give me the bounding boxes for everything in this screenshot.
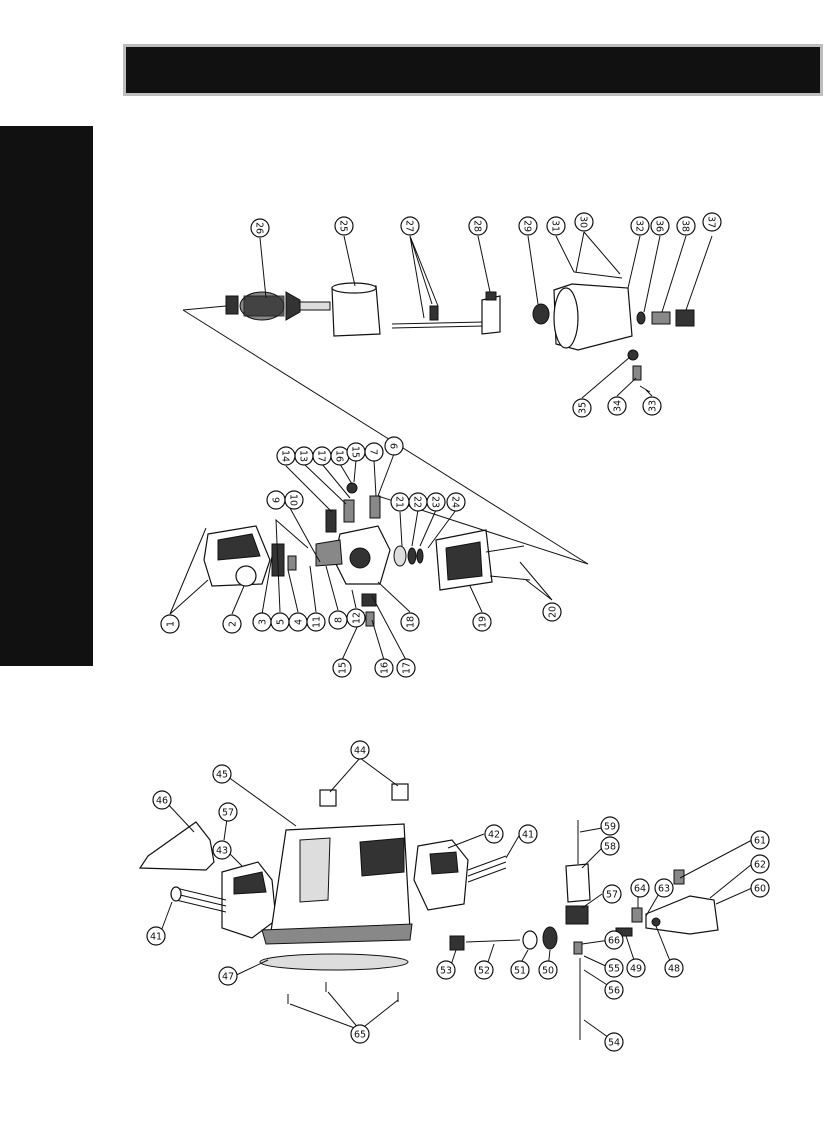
callout-label: 19 <box>478 616 489 628</box>
callout-label: 13 <box>298 450 309 462</box>
rings-parts <box>394 546 423 566</box>
callout-label: 60 <box>754 884 766 895</box>
callout-label: 41 <box>522 830 534 841</box>
callout-label: 30 <box>578 216 589 228</box>
callout-label: 47 <box>222 972 234 983</box>
callout-label: 24 <box>450 496 461 508</box>
callout-label: 3 <box>258 619 269 625</box>
callout-label: 35 <box>578 402 589 414</box>
cover-part <box>140 822 214 870</box>
callout-label: 12 <box>352 612 363 624</box>
callout-label: 66 <box>608 936 620 947</box>
callout-label: 64 <box>634 884 646 895</box>
screws-part <box>486 546 530 580</box>
callout-label: 61 <box>754 836 766 847</box>
callout-label: 15 <box>350 446 361 458</box>
callout-label: 49 <box>630 964 642 975</box>
callout-label: 22 <box>412 496 423 508</box>
callout-label: 23 <box>430 496 441 508</box>
callout-label: 34 <box>613 400 624 412</box>
callout-label: 16 <box>380 662 391 674</box>
callout-label: 1 <box>166 621 177 627</box>
handle-right-part <box>414 840 468 910</box>
callout-label: 46 <box>156 796 168 807</box>
callout-label: 16 <box>334 450 345 462</box>
callout-label: 15 <box>338 662 349 674</box>
callout-label: 6 <box>388 443 399 449</box>
handle-left-part <box>222 862 276 938</box>
callout-label: 65 <box>354 1030 366 1041</box>
switch-parts <box>628 350 650 392</box>
rear-cap-part <box>204 526 270 586</box>
callout-label: 48 <box>668 964 680 975</box>
callout-label: 52 <box>478 966 490 977</box>
callout-label: 56 <box>608 986 620 997</box>
callout-label: 43 <box>216 846 228 857</box>
callout-label: 37 <box>706 216 717 228</box>
callout-label: 51 <box>514 966 526 977</box>
callout-label: 41 <box>150 932 162 943</box>
field-part <box>436 530 492 590</box>
base-plate-part <box>260 954 408 970</box>
callout-label: 57 <box>222 808 234 819</box>
callout-label: 18 <box>406 616 417 628</box>
base-assembly <box>140 758 752 1040</box>
motor-housing-part <box>332 283 380 336</box>
callout-label: 21 <box>394 496 405 508</box>
callout-label: 33 <box>648 400 659 412</box>
callout-label: 42 <box>488 830 500 841</box>
callout-label: 26 <box>254 222 265 234</box>
callout-label: 11 <box>312 616 323 628</box>
callout-label: 10 <box>288 494 299 506</box>
callout-label: 53 <box>440 966 452 977</box>
base-housing-part <box>262 824 412 944</box>
callout-label: 50 <box>542 966 554 977</box>
bearing-part <box>533 304 549 324</box>
callout-label: 36 <box>654 220 665 232</box>
callout-label: 28 <box>472 220 483 232</box>
callout-label: 5 <box>276 619 287 625</box>
callout-label: 59 <box>604 822 616 833</box>
callout-label: 25 <box>338 220 349 232</box>
callout-label: 20 <box>548 606 559 618</box>
callout-label: 45 <box>216 770 228 781</box>
callout-label: 29 <box>522 220 533 232</box>
end-parts <box>637 310 694 326</box>
callout-label: 7 <box>368 449 379 455</box>
motor-cap-part <box>554 272 632 350</box>
callout-label: 62 <box>754 860 766 871</box>
callout-label: 55 <box>608 964 620 975</box>
callout-label: 44 <box>354 746 366 757</box>
callout-label: 17 <box>402 662 413 674</box>
gear-frame-part <box>316 526 390 584</box>
callout-label: 38 <box>680 220 691 232</box>
callout-label: 58 <box>604 842 616 853</box>
callout-label: 17 <box>316 450 327 462</box>
callout-label: 4 <box>294 619 305 625</box>
motor-assembly-top <box>183 232 712 564</box>
callout-label: 63 <box>658 884 670 895</box>
callout-label: 57 <box>606 890 618 901</box>
callout-label: 14 <box>280 450 291 462</box>
depth-adjust-parts <box>450 820 718 1040</box>
brush-rods-part <box>392 306 484 328</box>
brush-parts <box>272 544 296 576</box>
callout-label: 2 <box>228 621 239 627</box>
callout-label: 27 <box>404 220 415 232</box>
callout-label: 9 <box>270 497 281 503</box>
callout-label: 31 <box>550 220 561 232</box>
callout-label: 32 <box>634 220 645 232</box>
callout-label: 8 <box>334 617 345 623</box>
callout-label: 54 <box>608 1038 620 1049</box>
brush-holder-part <box>482 292 500 334</box>
armature-part <box>226 292 330 320</box>
